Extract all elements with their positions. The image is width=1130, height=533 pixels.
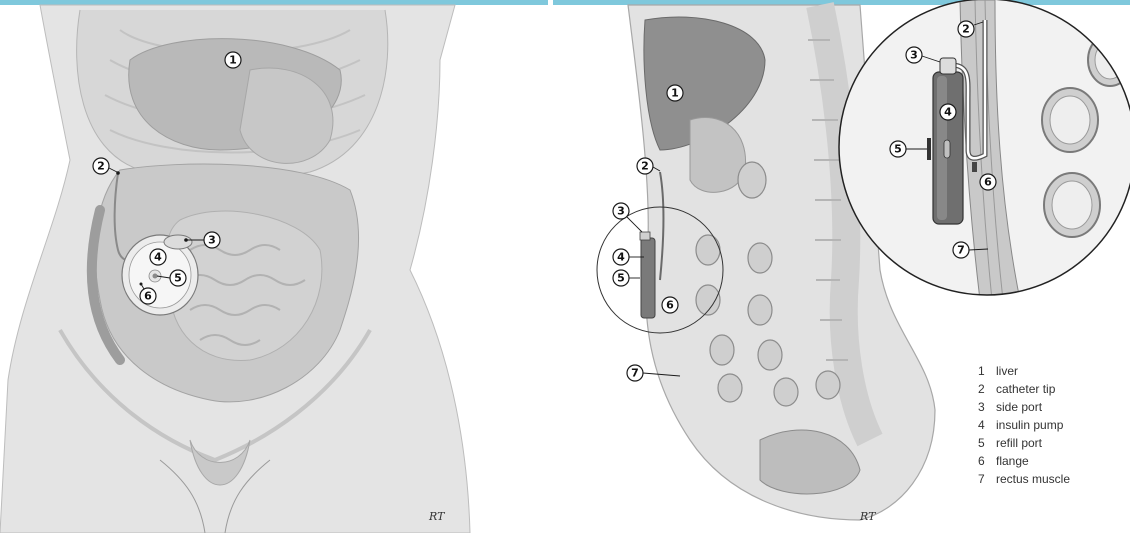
side-callout-6: 6 — [662, 297, 678, 313]
front-view: 1 2 3 4 5 6 RT — [0, 5, 470, 533]
svg-text:6: 6 — [144, 290, 152, 303]
svg-text:2: 2 — [962, 23, 970, 36]
svg-text:1: 1 — [229, 54, 237, 67]
front-callout-5: 5 — [170, 270, 186, 286]
front-artist-signature: RT — [428, 510, 446, 523]
detail-side-port — [940, 58, 956, 74]
legend-label: flange — [996, 452, 1029, 470]
legend-label: insulin pump — [996, 416, 1063, 434]
legend-number: 4 — [978, 416, 992, 434]
side-artist-signature: RT — [859, 510, 877, 523]
front-insulin-pump — [122, 235, 198, 315]
svg-text:3: 3 — [910, 49, 918, 62]
svg-text:6: 6 — [666, 299, 674, 312]
legend-number: 1 — [978, 362, 992, 380]
svg-text:6: 6 — [984, 176, 992, 189]
side-callout-3: 3 — [613, 203, 629, 219]
detail-callout-7: 7 — [953, 242, 969, 258]
detail-flange — [972, 162, 977, 172]
side-port-cap — [640, 232, 650, 240]
legend-number: 2 — [978, 380, 992, 398]
legend-number: 3 — [978, 398, 992, 416]
svg-text:5: 5 — [617, 272, 625, 285]
legend-label: rectus muscle — [996, 470, 1070, 488]
side-callout-7: 7 — [627, 365, 643, 381]
svg-text:4: 4 — [154, 251, 162, 264]
side-callout-4: 4 — [613, 249, 629, 265]
front-callout-3: 3 — [204, 232, 220, 248]
side-callout-2: 2 — [637, 158, 653, 174]
front-callout-4: 4 — [150, 249, 166, 265]
detail-callout-3: 3 — [906, 47, 922, 63]
detail-callout-2: 2 — [958, 21, 974, 37]
svg-text:3: 3 — [617, 205, 625, 218]
svg-text:4: 4 — [617, 251, 625, 264]
legend-number: 6 — [978, 452, 992, 470]
front-callout-1: 1 — [225, 52, 241, 68]
front-callout-6: 6 — [140, 288, 156, 304]
detail-callout-4: 4 — [940, 104, 956, 120]
legend-number: 7 — [978, 470, 992, 488]
svg-text:3: 3 — [208, 234, 216, 247]
legend-label: liver — [996, 362, 1018, 380]
svg-text:7: 7 — [631, 367, 639, 380]
legend-number: 5 — [978, 434, 992, 452]
legend-label: refill port — [996, 434, 1042, 452]
svg-text:5: 5 — [174, 272, 182, 285]
svg-text:5: 5 — [894, 143, 902, 156]
side-callout-1: 1 — [667, 85, 683, 101]
detail-callout-5: 5 — [890, 141, 906, 157]
svg-text:4: 4 — [944, 106, 952, 119]
detail-refill-port — [927, 138, 931, 160]
front-callout-2: 2 — [93, 158, 109, 174]
side-callout-5: 5 — [613, 270, 629, 286]
svg-text:1: 1 — [671, 87, 679, 100]
legend-label: side port — [996, 398, 1042, 416]
side-pump — [641, 238, 655, 318]
legend-label: catheter tip — [996, 380, 1055, 398]
detail-callout-6: 6 — [980, 174, 996, 190]
svg-text:7: 7 — [957, 244, 965, 257]
svg-text:2: 2 — [97, 160, 105, 173]
svg-text:2: 2 — [641, 160, 649, 173]
